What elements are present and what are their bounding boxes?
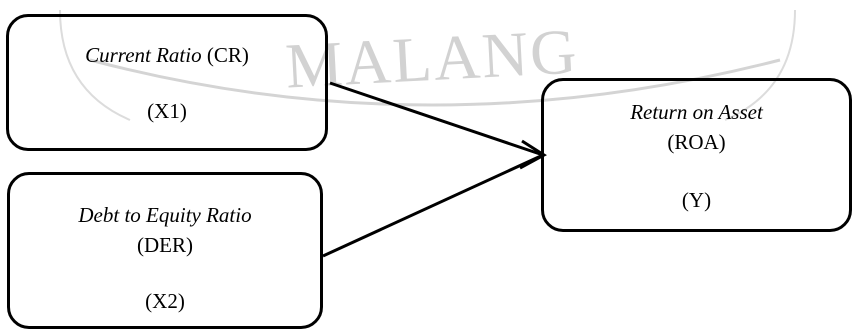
arrow-x1-to-y <box>329 81 544 157</box>
node-x2-abbr: (DER) <box>137 233 193 257</box>
node-debt-to-equity-ratio: Debt to Equity Ratio (DER) (X2) <box>7 172 323 329</box>
watermark-text: MALANG <box>284 15 580 101</box>
node-current-ratio: Current Ratio (CR) (X1) <box>6 14 328 151</box>
node-y-name-text: Return on Asset <box>630 100 763 124</box>
watermark-arc-right <box>724 9 796 121</box>
node-y-variable: (Y) <box>681 188 712 212</box>
watermark-arc-left <box>59 9 131 121</box>
node-x1-abbr: (CR) <box>206 43 249 67</box>
node-x1-name: Current Ratio <box>85 43 202 67</box>
node-x1-variable: (X1) <box>147 99 187 123</box>
node-x2-name: Debt to Equity Ratio <box>10 203 320 227</box>
arrowhead-icon <box>519 139 547 170</box>
node-y-name: Return on Asset <box>544 100 849 124</box>
arrow-x2-to-y <box>322 153 544 258</box>
watermark-arc <box>89 58 781 107</box>
node-x2-name-text: Debt to Equity Ratio <box>78 203 252 227</box>
node-x1-title: Current Ratio (CR) <box>9 43 325 67</box>
node-y-abbr: (ROA) <box>667 130 726 154</box>
node-x2-variable: (X2) <box>145 289 185 313</box>
node-return-on-asset: Return on Asset (ROA) (Y) <box>541 78 852 232</box>
